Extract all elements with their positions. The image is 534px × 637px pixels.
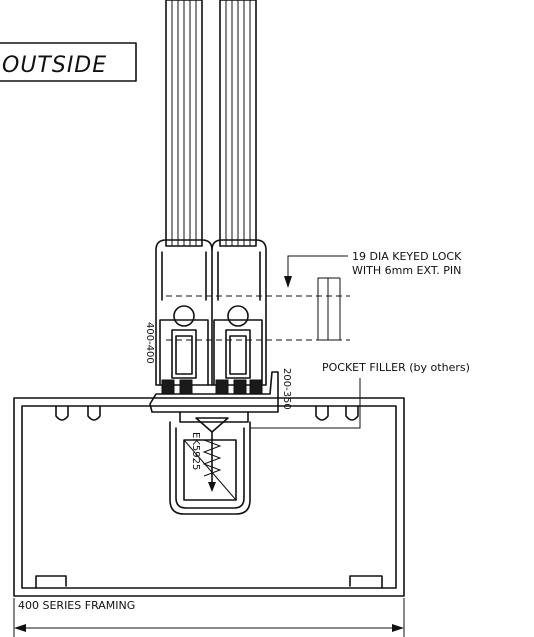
screw <box>195 417 229 492</box>
lock-label-line1: 19 DIA KEYED LOCK <box>352 250 462 263</box>
right-glass-panel <box>219 0 257 247</box>
dim-right: 200-350 <box>281 368 292 410</box>
sill-track <box>149 371 279 423</box>
lock-leader <box>284 255 348 288</box>
outside-label-box: OUTSIDE <box>0 42 137 82</box>
right-sash-frame <box>211 239 267 386</box>
pocket-filler-leader <box>250 378 361 429</box>
framing-profile <box>13 397 405 597</box>
left-glass-panel <box>165 0 203 247</box>
dim-left: 400-400 <box>144 322 155 364</box>
outside-label: OUTSIDE <box>2 53 107 78</box>
pocket-filler-label: POCKET FILLER (by others) <box>322 361 470 374</box>
left-sash-frame <box>155 239 213 386</box>
screw-code: EK5925 <box>190 432 201 470</box>
lock-label-line2: WITH 6mm EXT. PIN <box>352 264 461 277</box>
lock-cylinder <box>166 277 350 341</box>
framing-label: 400 SERIES FRAMING <box>18 599 135 612</box>
width-dimension <box>13 598 405 637</box>
